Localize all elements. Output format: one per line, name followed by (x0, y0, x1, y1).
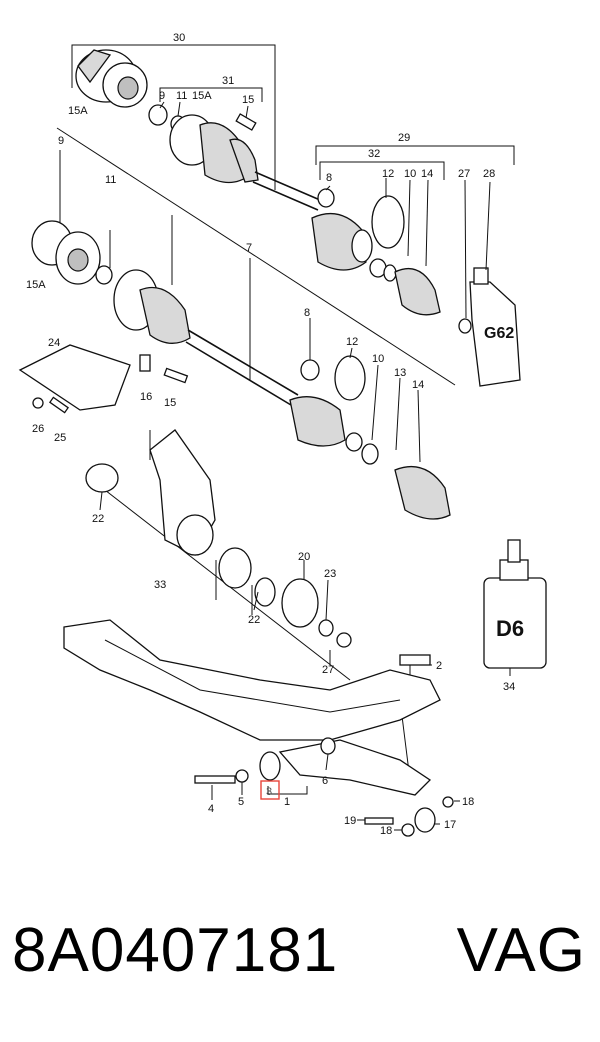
callout-6: 6 (322, 775, 328, 787)
callout-18-right: 18 (462, 796, 474, 808)
callout-19: 19 (344, 815, 356, 827)
callout-20: 20 (298, 551, 310, 563)
callout-27-top: 27 (458, 168, 470, 180)
heat-shield-24 (18, 344, 189, 414)
grease-tube-g62: G62 (469, 267, 521, 387)
callout-31: 31 (222, 75, 234, 87)
callout-7: 7 (246, 242, 252, 254)
callout-16: 16 (140, 391, 152, 403)
callout-26: 26 (32, 423, 44, 435)
callout-15-left: 15 (164, 397, 176, 409)
bracket-31 (159, 87, 263, 102)
callout-12-top: 12 (382, 168, 394, 180)
highlight-part-3 (260, 780, 280, 800)
callout-15a-top: 15A (68, 105, 88, 117)
callout-13: 13 (394, 367, 406, 379)
callout-11-top: 11 (176, 90, 187, 102)
callout-24: 24 (48, 337, 60, 349)
callout-2: 2 (436, 660, 442, 672)
callout-15a-left: 15A (26, 279, 46, 291)
caption-bar: 8A0407181 VAG (0, 915, 600, 1005)
callout-22-mid: 22 (248, 614, 260, 626)
part-number: 8A0407181 (12, 916, 339, 985)
brand-name: VAG (456, 916, 586, 985)
callout-9-left: 9 (58, 135, 64, 147)
callout-11-left: 11 (105, 174, 116, 186)
callout-10-top: 10 (404, 168, 416, 180)
callout-15a-mid: 15A (192, 90, 212, 102)
callout-5: 5 (238, 796, 244, 808)
callout-8-mid: 8 (304, 307, 310, 319)
left-wheel-hub (31, 220, 451, 520)
callout-22-left: 22 (92, 513, 104, 525)
callout-23: 23 (324, 568, 336, 580)
exploded-parts-diagram: G62 D6 (18, 32, 547, 837)
callout-4: 4 (208, 803, 214, 815)
oil-bottle-d6: D6 (483, 539, 547, 669)
callout-10-mid: 10 (372, 353, 384, 365)
callout-12-mid: 12 (346, 336, 358, 348)
drive-shaft-31 (75, 49, 321, 211)
assembly-guide-lines (56, 127, 456, 781)
callout-27-mid: 27 (322, 664, 334, 676)
callout-8-top: 8 (326, 172, 332, 184)
callout-30: 30 (173, 32, 185, 44)
callout-15-top: 15 (242, 94, 254, 106)
bracket-30 (71, 44, 276, 190)
callout-33: 33 (154, 579, 166, 591)
leader-lines (99, 101, 511, 831)
bracket-29 (315, 145, 515, 165)
callout-32: 32 (368, 148, 380, 160)
callout-34: 34 (503, 681, 515, 693)
callout-17: 17 (444, 819, 456, 831)
callout-28: 28 (483, 168, 495, 180)
d6-label: D6 (496, 616, 524, 641)
outer-joint-32 (311, 188, 472, 334)
callout-3: 3 (266, 786, 272, 798)
callout-1: 1 (284, 796, 290, 808)
callout-29: 29 (398, 132, 410, 144)
bracket-32 (319, 161, 445, 180)
callout-labels: 30 15A 9 11 15A 15 31 29 32 8 12 10 14 2… (26, 32, 515, 837)
callout-9-top: 9 (159, 90, 165, 102)
g6-label: G62 (484, 325, 514, 342)
callout-25: 25 (54, 432, 66, 444)
bracket-1 (267, 786, 308, 795)
subframe (63, 619, 441, 741)
wheel-bearing-housing (85, 429, 352, 648)
callout-14-mid: 14 (412, 379, 424, 391)
callout-14-top: 14 (421, 168, 433, 180)
control-arm-1 (194, 737, 454, 837)
callout-18-bottom: 18 (380, 825, 392, 837)
